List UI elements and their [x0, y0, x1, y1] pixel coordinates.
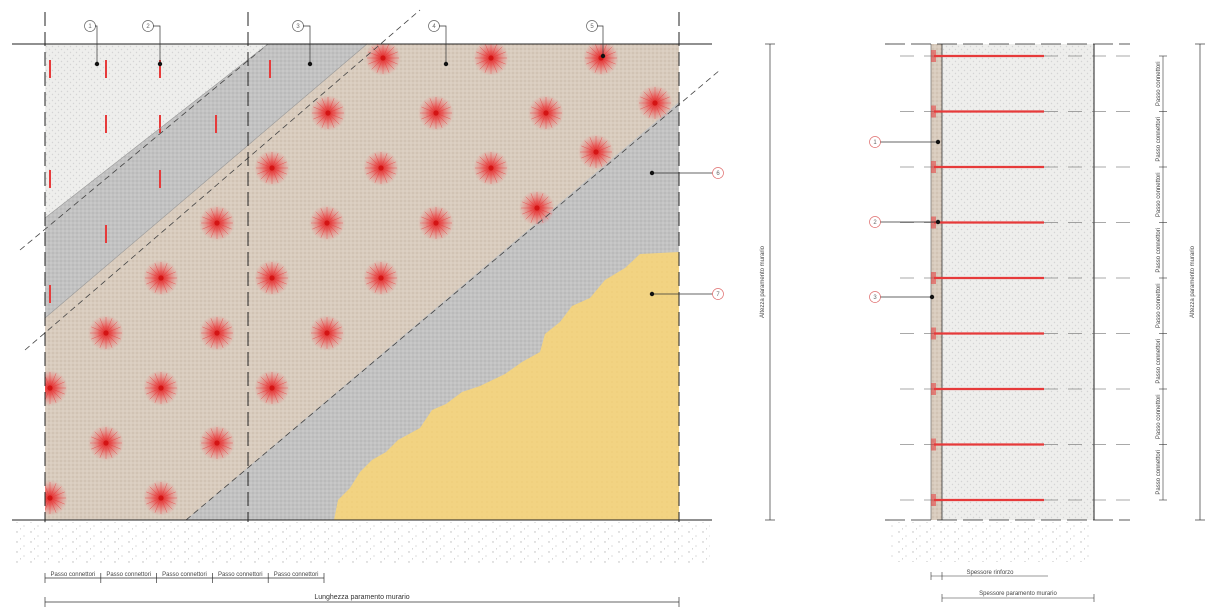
section-spacing-label: Passo connettori — [1156, 117, 1162, 162]
connector-star — [88, 315, 124, 351]
section-spacing-label: Passo connettori — [1156, 339, 1162, 384]
callout-bubble: 3 — [292, 20, 313, 67]
callout-bubble: 4 — [428, 20, 449, 67]
connector-star — [519, 190, 555, 226]
length-dimension: Lunghezza paramento murario — [44, 594, 680, 607]
connector-star — [143, 260, 179, 296]
connector-star — [418, 205, 454, 241]
connector-star — [199, 425, 235, 461]
section-spacing-label: Passo connettori — [1156, 394, 1162, 439]
connector-star — [363, 150, 399, 186]
connector-star — [45, 480, 68, 516]
section-spacing-label: Passo connettori — [1156, 228, 1162, 273]
section-connector — [900, 383, 1132, 395]
height-label: Altezza paramento murario — [760, 245, 766, 318]
callout-bubble: 7 — [649, 288, 724, 300]
spacing-dimension: Passo connettori Passo connettori Passo co… — [44, 572, 325, 583]
spacing-label: Passo connettori — [51, 572, 96, 578]
connector-star — [143, 480, 179, 516]
section-connector — [900, 327, 1132, 340]
callout-number: 5 — [590, 24, 594, 30]
callout-number: 3 — [296, 24, 300, 30]
callout-number: 4 — [432, 24, 436, 30]
connector-star — [473, 44, 509, 76]
band-edge-lines — [44, 43, 368, 319]
section-connector — [900, 272, 1132, 284]
connector-star — [528, 95, 564, 131]
masonry-zone — [334, 252, 679, 520]
section-connector — [900, 494, 1132, 506]
callout-bubble: 5 — [586, 20, 606, 59]
connector-star — [254, 370, 290, 406]
section-thickness-dimensions: Spessore rinforzo Spessore paramento mur… — [930, 570, 1095, 602]
callout-number: 3 — [873, 295, 877, 301]
spacing-label: Passo connettori — [162, 572, 207, 578]
section-spacing-label: Passo connettori — [1156, 61, 1162, 106]
connector-star — [473, 150, 509, 186]
connector-star — [363, 260, 399, 296]
height-dimension: Altezza paramento murario — [760, 43, 775, 521]
section-connector — [900, 161, 1132, 173]
reinforcement-thickness-label: Spessore rinforzo — [966, 570, 1014, 576]
spacing-label: Passo connettori — [218, 572, 263, 578]
callout-bubble: 3 — [869, 291, 935, 303]
connector-star — [418, 95, 454, 131]
length-label: Lunghezza paramento murario — [314, 594, 409, 601]
section-spacing-label: Passo connettori — [1156, 283, 1162, 328]
connector-star — [199, 205, 235, 241]
connector-star — [365, 44, 401, 76]
connector-star — [199, 315, 235, 351]
connector-star — [637, 85, 673, 121]
section-height-dimension: Altezza paramento murario — [1190, 43, 1205, 521]
reinforced-band — [45, 44, 679, 520]
callout-bubble: 6 — [649, 167, 724, 179]
connector-star — [583, 44, 619, 76]
section-height-label: Altezza paramento murario — [1190, 245, 1196, 318]
connector-star — [254, 260, 290, 296]
section-connector — [900, 105, 1132, 118]
callout-number: 2 — [146, 24, 150, 30]
callout-bubble: 2 — [869, 216, 941, 228]
callout-number: 6 — [716, 171, 720, 177]
section-wall — [942, 44, 1094, 520]
callout-bubble: 2 — [142, 20, 163, 67]
section-spacing-label: Passo connettori — [1156, 172, 1162, 217]
cut-lines — [19, 9, 721, 521]
connector-star — [45, 370, 68, 406]
section-connectors — [900, 50, 1132, 506]
connector-star — [578, 134, 614, 170]
callout-number: 7 — [716, 292, 720, 298]
foundation-ground — [15, 522, 710, 564]
callouts-top: 1 2 3 4 5 — [84, 20, 606, 67]
connector-star — [309, 315, 345, 351]
callout-bubble: 1 — [869, 136, 941, 148]
section-connector — [900, 50, 1132, 62]
callout-number: 1 — [873, 140, 877, 146]
connector-stars — [45, 44, 673, 516]
connector-star — [310, 95, 346, 131]
section-spacing-label: Passo connettori — [1156, 450, 1162, 495]
callouts-right: 67 — [649, 167, 724, 300]
callout-number: 1 — [88, 24, 92, 30]
connector-star — [143, 370, 179, 406]
section-reinforcement-layer — [931, 44, 942, 520]
section-connector — [900, 216, 1132, 229]
callout-bubble: 1 — [84, 20, 100, 67]
spacing-label: Passo connettori — [106, 572, 151, 578]
wall-thickness-label: Spessore paramento murario — [979, 591, 1057, 597]
section-ground — [890, 522, 1090, 562]
section-connector — [900, 438, 1132, 451]
callouts-left: 1 2 3 — [869, 136, 941, 303]
connector-marks — [49, 60, 271, 303]
callout-number: 2 — [873, 220, 877, 226]
spacing-label: Passo connettori — [274, 572, 319, 578]
connector-star — [309, 205, 345, 241]
connector-star — [254, 150, 290, 186]
connector-star — [88, 425, 124, 461]
